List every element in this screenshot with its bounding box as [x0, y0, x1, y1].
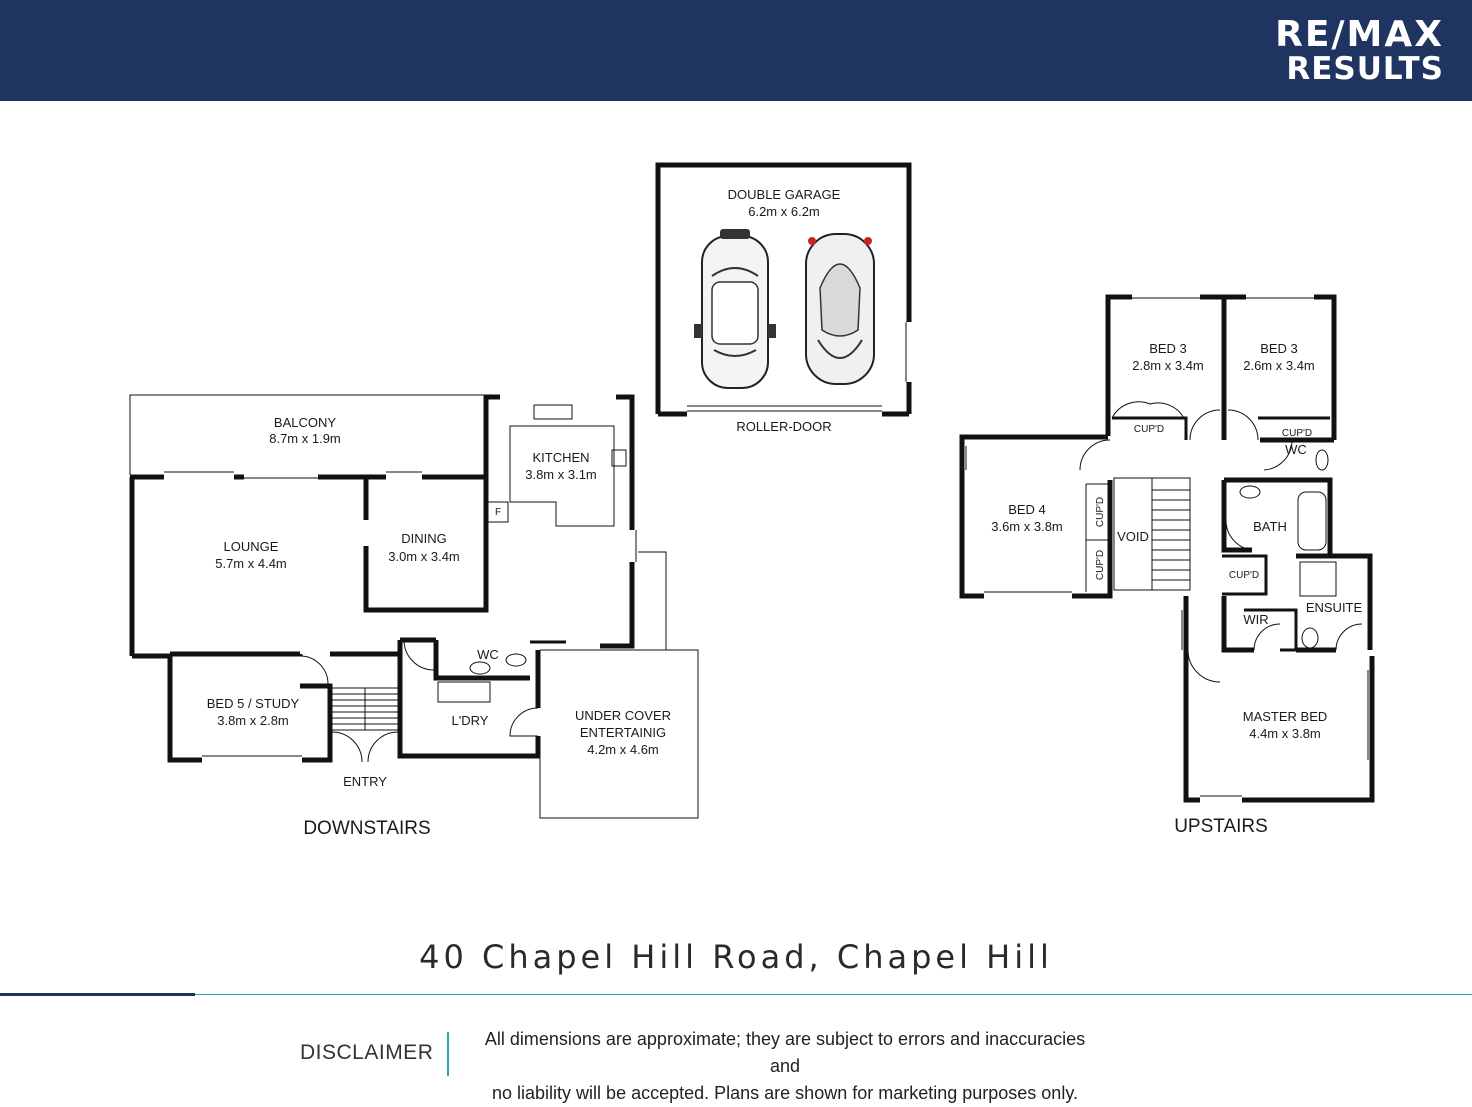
- bed4-cupboard-2: CUP'D: [1095, 550, 1106, 580]
- bed3a-cupboard: CUP'D: [1134, 424, 1164, 435]
- entertaining-line1: UNDER COVER: [575, 708, 671, 723]
- downstairs-walls: [129, 394, 699, 819]
- garage-size: 6.2m x 6.2m: [748, 204, 820, 219]
- bath-label: BATH: [1253, 519, 1287, 534]
- divider-teal: [195, 994, 1472, 995]
- logo-line-1: RE/MAX: [1275, 14, 1444, 55]
- bed3b-name: BED 3: [1260, 341, 1298, 356]
- garage-name: DOUBLE GARAGE: [728, 187, 841, 202]
- disclaimer-label: DISCLAIMER: [300, 1041, 434, 1064]
- balcony-size: 8.7m x 1.9m: [269, 431, 341, 446]
- downstairs-label: DOWNSTAIRS: [303, 818, 430, 839]
- disclaimer-text: All dimensions are approximate; they are…: [470, 1026, 1100, 1107]
- entertaining-size: 4.2m x 4.6m: [587, 742, 659, 757]
- void-label: VOID: [1117, 529, 1149, 544]
- roller-door-label: ROLLER-DOOR: [736, 419, 831, 434]
- bed4-name: BED 4: [1008, 502, 1046, 517]
- disclaimer-line-1: All dimensions are approximate; they are…: [484, 1029, 1086, 1076]
- disclaimer-divider: [447, 1032, 449, 1076]
- bed4-size: 3.6m x 3.8m: [991, 519, 1063, 534]
- garage: [655, 162, 912, 417]
- downstairs-wc-label: WC: [477, 647, 499, 662]
- lounge-name: LOUNGE: [224, 539, 279, 554]
- property-address: 40 Chapel Hill Road, Chapel Hill: [419, 938, 1053, 976]
- upstairs-label: UPSTAIRS: [1174, 816, 1268, 837]
- disclaimer-line-2: no liability will be accepted. Plans are…: [492, 1083, 1078, 1103]
- landing-cupboard: CUP'D: [1229, 570, 1259, 581]
- floor-plan: DOUBLE GARAGE 6.2m x 6.2m ROLLER-DOOR: [129, 162, 1375, 839]
- bed3a-name: BED 3: [1149, 341, 1187, 356]
- lounge-size: 5.7m x 4.4m: [215, 556, 287, 571]
- sports-car-icon: [805, 233, 875, 385]
- bed3b-size: 2.6m x 3.4m: [1243, 358, 1315, 373]
- fridge-label: F: [495, 507, 501, 518]
- divider-dark: [0, 993, 195, 996]
- header-banner: RE/MAX RESULTS: [0, 0, 1472, 101]
- car-icon: [694, 229, 776, 389]
- bed5-size: 3.8m x 2.8m: [217, 713, 289, 728]
- balcony-name: BALCONY: [274, 415, 336, 430]
- entry-label: ENTRY: [343, 774, 387, 789]
- upstairs-wc-label: WC: [1285, 442, 1307, 457]
- kitchen-name: KITCHEN: [532, 450, 589, 465]
- dining-name: DINING: [401, 531, 447, 546]
- bed4-cupboard-1: CUP'D: [1095, 497, 1106, 527]
- laundry-label: L'DRY: [452, 713, 489, 728]
- logo-line-2: RESULTS: [1286, 51, 1444, 87]
- bed5-name: BED 5 / STUDY: [207, 696, 300, 711]
- remax-results-logo: RE/MAX RESULTS: [1264, 14, 1444, 87]
- master-bed-name: MASTER BED: [1243, 709, 1328, 724]
- kitchen-size: 3.8m x 3.1m: [525, 467, 597, 482]
- dining-size: 3.0m x 3.4m: [388, 549, 460, 564]
- bed3b-cupboard: CUP'D: [1282, 428, 1312, 439]
- entertaining-line2: ENTERTAINIG: [580, 725, 666, 740]
- wir-label: WIR: [1243, 612, 1268, 627]
- master-bed-size: 4.4m x 3.8m: [1249, 726, 1321, 741]
- upstairs-walls: [959, 294, 1375, 803]
- bed3a-size: 2.8m x 3.4m: [1132, 358, 1204, 373]
- ensuite-label: ENSUITE: [1306, 600, 1363, 615]
